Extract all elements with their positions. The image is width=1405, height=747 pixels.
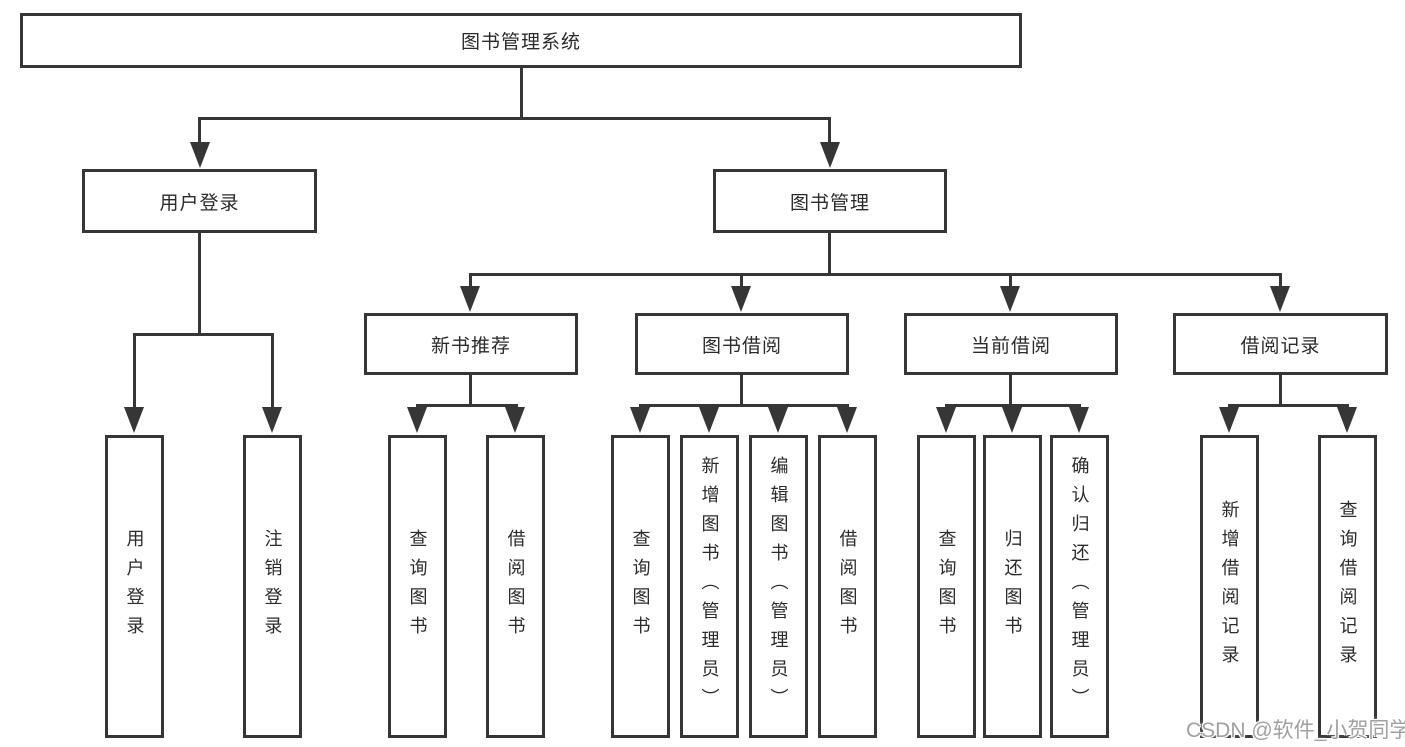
- node-label: 编辑图书（管理员）: [768, 456, 789, 717]
- connector-line: [740, 275, 743, 286]
- node-label: 确认归还（管理员）: [1069, 456, 1090, 717]
- node-label: 查询图书: [630, 528, 651, 645]
- node-label: 注销登录: [262, 528, 283, 645]
- connector-line: [945, 404, 1081, 407]
- node-label: 借阅图书: [837, 528, 858, 645]
- node-label: 查询图书: [407, 528, 428, 645]
- leaf-query-books-2: 查询图书: [611, 435, 670, 738]
- arrowhead-icon: [768, 407, 788, 433]
- leaf-return-books: 归还图书: [983, 435, 1042, 738]
- connector-line: [1009, 375, 1012, 406]
- arrowhead-icon: [936, 407, 956, 433]
- node-borrow-record: 借阅记录: [1173, 313, 1388, 375]
- arrowhead-icon: [124, 407, 144, 433]
- leaf-query-books-1: 查询图书: [388, 435, 447, 738]
- connector-line: [1009, 275, 1012, 286]
- arrowhead-icon: [820, 142, 840, 168]
- leaf-query-borrow-record: 查询借阅记录: [1318, 435, 1377, 738]
- node-user-login: 用户登录: [82, 169, 317, 233]
- arrowhead-icon: [837, 407, 857, 433]
- connector-line: [1279, 375, 1282, 406]
- node-book-management: 图书管理: [713, 169, 947, 233]
- arrowhead-icon: [262, 407, 282, 433]
- node-label: 新增图书（管理员）: [699, 456, 720, 717]
- node-label: 图书借阅: [701, 335, 782, 357]
- leaf-borrow-books-2: 借阅图书: [818, 435, 877, 738]
- connector-line: [271, 335, 274, 407]
- arrowhead-icon: [1219, 407, 1239, 433]
- node-label: 借阅图书: [505, 528, 526, 645]
- node-book-borrow: 图书借阅: [635, 313, 849, 375]
- connector-line: [469, 375, 472, 406]
- arrowhead-icon: [731, 286, 751, 312]
- leaf-logout: 注销登录: [243, 435, 302, 738]
- connector-line: [469, 275, 472, 286]
- connector-line: [198, 233, 201, 335]
- leaf-user-login: 用户登录: [105, 435, 164, 738]
- leaf-add-books-admin: 新增图书（管理员）: [680, 435, 739, 738]
- arrowhead-icon: [1270, 286, 1290, 312]
- connector-line: [1228, 404, 1349, 407]
- connector-line: [828, 119, 831, 143]
- csdn-watermark: CSDN @软件_小贺同学: [1186, 719, 1405, 742]
- connector-line: [639, 404, 849, 407]
- connector-line: [1279, 275, 1282, 286]
- arrowhead-icon: [699, 407, 719, 433]
- leaf-confirm-return-admin: 确认归还（管理员）: [1050, 435, 1109, 738]
- connector-line: [133, 333, 274, 336]
- arrowhead-icon: [505, 407, 525, 433]
- connector-line: [520, 68, 523, 119]
- node-label: 图书管理系统: [460, 32, 581, 53]
- node-label: 用户登录: [159, 192, 240, 214]
- arrowhead-icon: [460, 286, 480, 312]
- connector-line: [198, 119, 201, 143]
- connector-line: [469, 273, 1282, 276]
- node-label: 新书推荐: [430, 335, 511, 357]
- node-label: 借阅记录: [1240, 335, 1321, 357]
- connector-line: [828, 233, 831, 273]
- leaf-add-borrow-record: 新增借阅记录: [1200, 435, 1259, 738]
- node-label: 图书管理: [789, 192, 870, 214]
- node-current-borrow: 当前借阅: [904, 313, 1118, 375]
- arrowhead-icon: [1000, 286, 1020, 312]
- arrowhead-icon: [1069, 407, 1089, 433]
- connector-line: [416, 404, 518, 407]
- node-label: 查询图书: [936, 528, 957, 645]
- arrowhead-icon: [1337, 407, 1357, 433]
- node-new-book-recommend: 新书推荐: [364, 313, 578, 375]
- arrowhead-icon: [407, 407, 427, 433]
- leaf-query-books-3: 查询图书: [917, 435, 976, 738]
- connector-line: [198, 117, 831, 120]
- arrowhead-icon: [190, 142, 210, 168]
- connector-line: [740, 375, 743, 406]
- arrowhead-icon: [1002, 407, 1022, 433]
- leaf-edit-books-admin: 编辑图书（管理员）: [749, 435, 808, 738]
- node-label: 新增借阅记录: [1219, 499, 1240, 674]
- node-label: 归还图书: [1002, 528, 1023, 645]
- node-label: 用户登录: [124, 528, 145, 645]
- leaf-borrow-books-1: 借阅图书: [486, 435, 545, 738]
- connector-line: [133, 335, 136, 407]
- node-label: 当前借阅: [970, 335, 1051, 357]
- node-label: 查询借阅记录: [1337, 499, 1358, 674]
- arrowhead-icon: [630, 407, 650, 433]
- node-root: 图书管理系统: [20, 13, 1022, 68]
